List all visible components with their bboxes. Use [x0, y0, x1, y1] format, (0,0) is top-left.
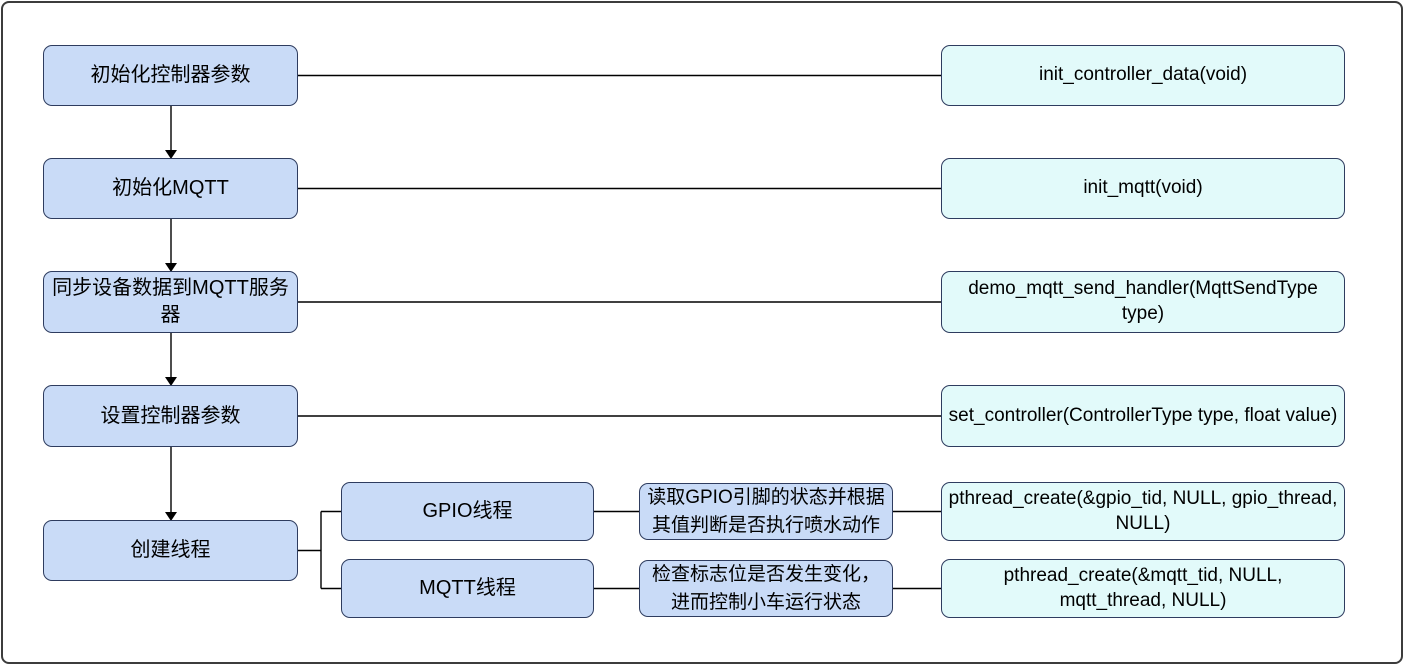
step-create-threads-label: 创建线程	[130, 539, 211, 561]
step-sync-device-data-label: 同步设备数据到MQTT服务器	[52, 277, 289, 326]
step-set-controller-params: 设置控制器参数	[43, 385, 298, 447]
code-demo-mqtt-send-handler: demo_mqtt_send_handler(MqttSendType type…	[941, 271, 1345, 333]
code-pthread-create-gpio-text: pthread_create(&gpio_tid, NULL, gpio_thr…	[948, 487, 1338, 534]
desc-gpio-thread-text: 读取GPIO引脚的状态并根据其值判断是否执行喷水动作	[647, 486, 885, 536]
code-init-mqtt: init_mqtt(void)	[941, 158, 1345, 219]
code-init-mqtt-text: init_mqtt(void)	[1083, 177, 1203, 199]
code-demo-mqtt-send-handler-text: demo_mqtt_send_handler(MqttSendType type…	[968, 278, 1318, 324]
code-set-controller-text: set_controller(ControllerType type, floa…	[948, 404, 1338, 426]
step-init-mqtt-label: 初始化MQTT	[112, 177, 229, 199]
code-pthread-create-gpio: pthread_create(&gpio_tid, NULL, gpio_thr…	[941, 482, 1345, 541]
thread-box-gpio-label: GPIO线程	[422, 500, 513, 522]
code-init-controller-data: init_controller_data(void)	[941, 45, 1345, 106]
code-init-controller-data-text: init_controller_data(void)	[1038, 64, 1248, 86]
thread-box-mqtt: MQTT线程	[341, 559, 594, 618]
step-init-controller-params-label: 初始化控制器参数	[90, 64, 251, 86]
code-pthread-create-mqtt-text: pthread_create(&mqtt_tid, NULL, mqtt_thr…	[1003, 564, 1283, 611]
step-sync-device-data: 同步设备数据到MQTT服务器	[43, 271, 298, 333]
thread-box-mqtt-label: MQTT线程	[419, 577, 516, 599]
desc-mqtt-thread: 检查标志位是否发生变化，进而控制小车运行状态	[639, 560, 893, 617]
desc-gpio-thread: 读取GPIO引脚的状态并根据其值判断是否执行喷水动作	[639, 483, 893, 540]
step-init-controller-params: 初始化控制器参数	[43, 45, 298, 106]
step-create-threads: 创建线程	[43, 520, 298, 581]
step-set-controller-params-label: 设置控制器参数	[100, 404, 241, 427]
code-pthread-create-mqtt: pthread_create(&mqtt_tid, NULL, mqtt_thr…	[941, 559, 1345, 618]
thread-box-gpio: GPIO线程	[341, 482, 594, 541]
desc-mqtt-thread-text: 检查标志位是否发生变化，进而控制小车运行状态	[651, 563, 880, 613]
step-init-mqtt: 初始化MQTT	[43, 158, 298, 219]
code-set-controller: set_controller(ControllerType type, floa…	[941, 385, 1345, 447]
